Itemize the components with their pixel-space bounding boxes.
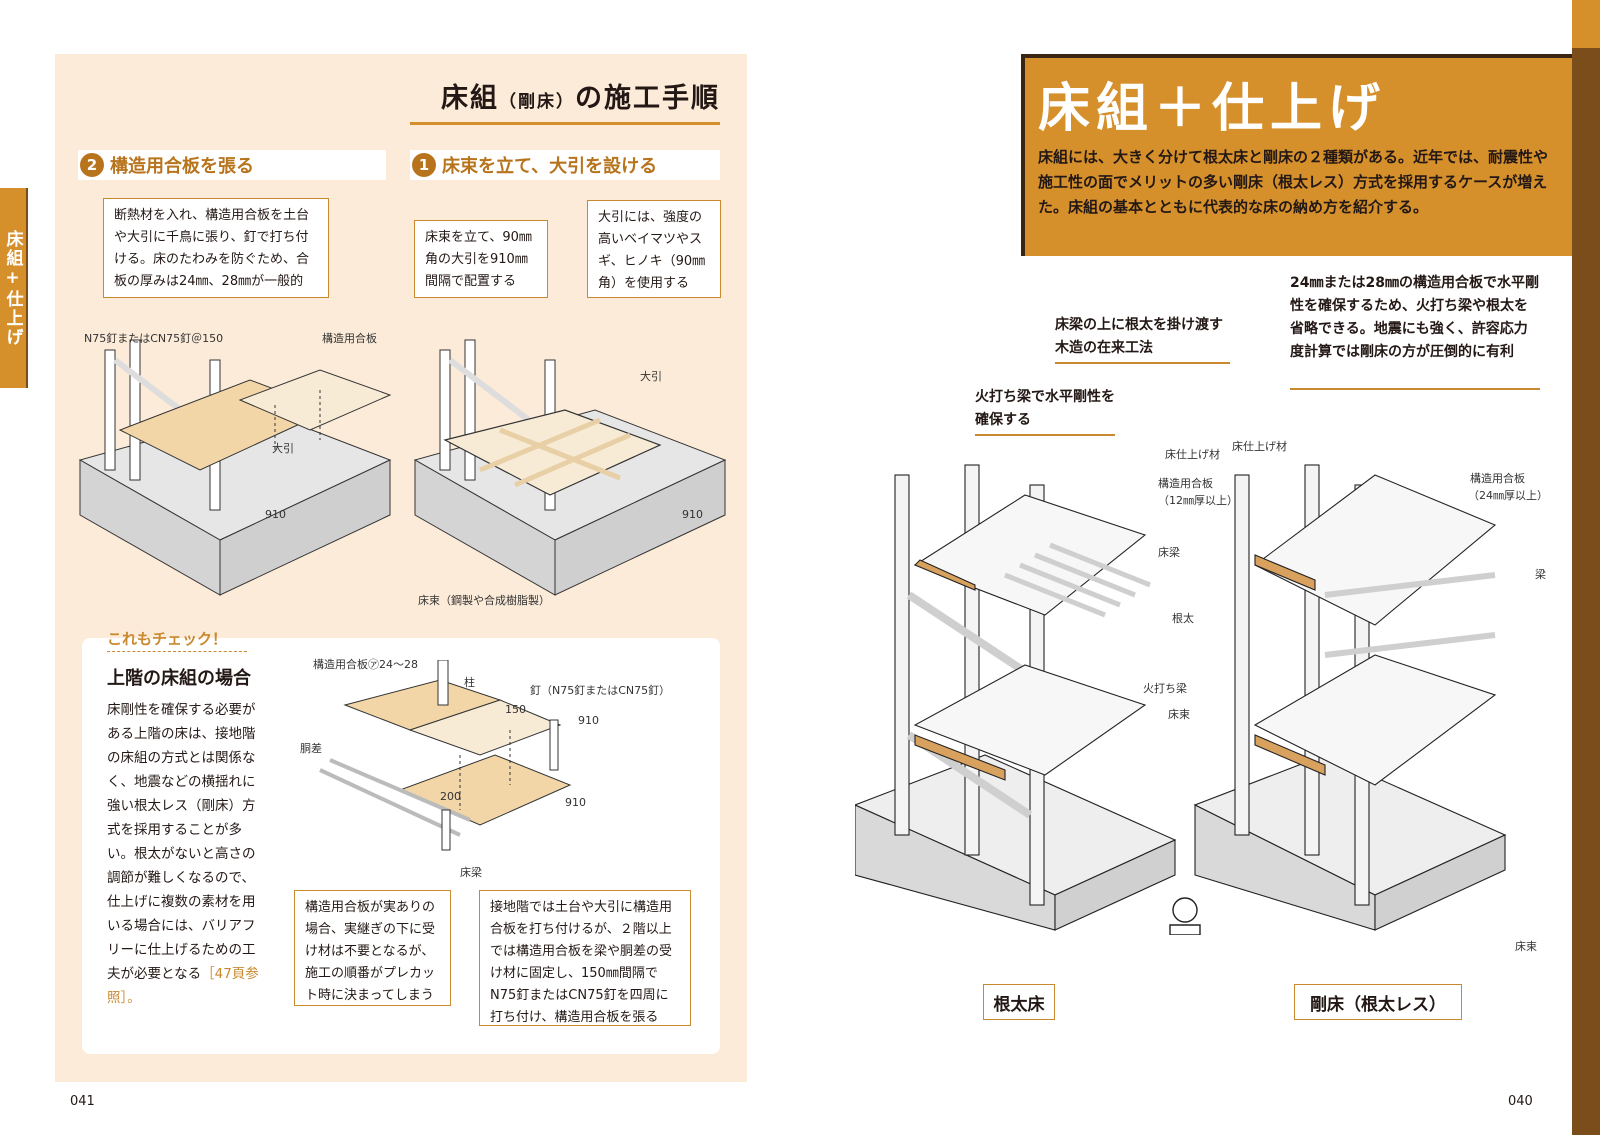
neta-plywood-thickness: （12㎜厚以上） [1158, 494, 1238, 507]
check-note-left: 構造用合板が実ありの場合、実継ぎの下に受け材は不要となるが、施工の順番がプレカッ… [294, 890, 451, 1006]
neta-neta-label: 根太 [1172, 612, 1194, 625]
right-edge-strip-top [1572, 0, 1600, 48]
step2-number: 2 [80, 153, 104, 177]
title-rest: の施工手順 [575, 83, 720, 114]
check-body-text: 床剛性を確保する必要がある上階の床は、接地階の床組の方式とは関係なく、地震などの… [107, 702, 256, 982]
caption-neta-yuka: 根太床 [983, 984, 1055, 1020]
gousho-plywood-thickness: （24㎜厚以上） [1468, 489, 1548, 502]
step2-heading: 構造用合板を張る [110, 156, 254, 177]
check-tag: これもチェック！ [107, 630, 228, 648]
check-subtitle: 上階の床組の場合 [107, 668, 251, 689]
left-page-number: 041 [70, 1094, 95, 1109]
annotation-gousho: 24㎜または28㎜の構造用合板で水平剛性を確保するため、火打ち梁や根太を省略でき… [1290, 275, 1539, 360]
step1-note-a: 床束を立て、90㎜角の大引を910㎜間隔で配置する [414, 220, 548, 298]
page-title: 床組（剛床）の施工手順 [410, 76, 720, 122]
title-rule [410, 122, 720, 125]
floor-construction-illustrations [78, 339, 727, 596]
step1-illustration [413, 339, 727, 596]
check-tag-dash [107, 651, 247, 652]
worker-figure [1169, 897, 1201, 935]
step2-ohbiki-label: 大引 [272, 442, 294, 455]
check-note-right: 接地階では土台や大引に構造用合板を打ち付けるが、２階以上では構造用合板を梁や胴差… [479, 890, 691, 1026]
upper-200-label: 200 [440, 790, 461, 803]
neta-yukazuka-label: 床束 [1168, 708, 1190, 721]
title-main: 床組 [441, 83, 499, 114]
annotation-hiuchi: 火打ち梁で水平剛性を確保する [975, 389, 1115, 428]
step1-note-b: 大引には、強度の高いベイマツやスギ、ヒノキ（90㎜角）を使用する [587, 200, 721, 298]
floor-system-illustrations [855, 464, 1507, 935]
check-body-ref: ［47頁参照］。 [107, 966, 259, 1006]
step1-number: 1 [412, 153, 436, 177]
neta-finish-label: 床仕上げ材 [1165, 448, 1220, 461]
neta-plywood-label: 構造用合板 [1158, 477, 1213, 490]
step2-note: 断熱材を入れ、構造用合板を土台や大引に千鳥に張り、釘で打ち付ける。床のたわみを防… [103, 198, 329, 298]
title-paren: （剛床） [499, 92, 575, 112]
step1-heading-bar: 1 床束を立て、大引を設ける [410, 150, 720, 180]
annotation-neta-yuka: 床梁の上に根太を掛け渡す木造の在来工法 [1055, 317, 1223, 356]
intro-text: 床組には、大きく分けて根太床と剛床の２種類がある。近年では、耐震性や施工性の面で… [1038, 148, 1549, 216]
upper-dosa-label: 胴差 [300, 742, 322, 755]
upper-hashira-label: 柱 [464, 676, 475, 689]
annotation-hiuchi-rule [975, 434, 1115, 436]
upper-floor-illustration [319, 660, 572, 851]
right-page-number: 040 [1508, 1094, 1533, 1109]
step2-plywood-label: 構造用合板 [322, 332, 377, 345]
gousho-hari-label: 梁 [1535, 568, 1546, 581]
upper-910b-label: 910 [565, 796, 586, 809]
upper-yukabari-label: 床梁 [460, 866, 482, 879]
right-page-title: 床組＋仕上げ [1038, 79, 1387, 139]
annotation-gousho-rule [1290, 388, 1540, 390]
step2-heading-bar: 2 構造用合板を張る [78, 150, 386, 180]
annotation-neta-yuka-rule [1055, 362, 1230, 364]
check-body: 床剛性を確保する必要がある上階の床は、接地階の床組の方式とは関係なく、地震などの… [107, 698, 265, 1010]
caption-gousho: 剛床（根太レス） [1294, 984, 1462, 1020]
neta-yuka-illustration [855, 464, 1177, 931]
right-edge-strip [1572, 0, 1600, 1135]
gousho-finish-label: 床仕上げ材 [1232, 440, 1287, 453]
upper-nail-label: 釘（N75釘またはCN75釘） [530, 684, 671, 697]
neta-yukabari-label: 床梁 [1158, 546, 1180, 559]
heading-box [1021, 54, 1572, 256]
gousho-plywood-label: 構造用合板 [1470, 472, 1525, 485]
step1-dim-label: 910 [682, 508, 703, 521]
step2-illustration [78, 339, 392, 596]
neta-hiuchi-label: 火打ち梁 [1143, 682, 1187, 695]
upper-150-label: 150 [505, 703, 526, 716]
gousho-illustration [1193, 464, 1507, 931]
step2-dim-label: 910 [265, 508, 286, 521]
side-tab: 床組+仕上げ [0, 188, 28, 388]
gousho-yukazuka-label: 床束 [1515, 940, 1537, 953]
step1-heading: 床束を立て、大引を設ける [442, 156, 658, 177]
step1-yukazuka-label: 床束（鋼製や合成樹脂製） [418, 594, 550, 607]
step2-nail-label: N75釘またはCN75釘＠150 [84, 332, 224, 345]
step1-ohbiki-label: 大引 [640, 370, 662, 383]
upper-910a-label: 910 [578, 714, 599, 727]
upper-plywood-label: 構造用合板㋐24～28 [313, 658, 418, 671]
